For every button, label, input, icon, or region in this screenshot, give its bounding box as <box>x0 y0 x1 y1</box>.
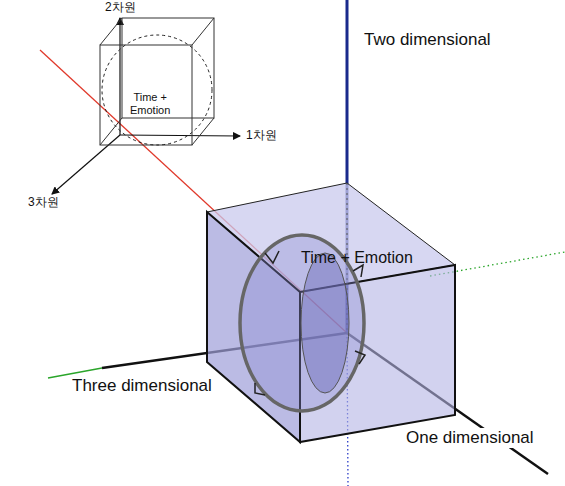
node-outline <box>207 183 455 455</box>
cube-node: Time + Emotion <box>207 183 455 455</box>
axis-label: Three dimensional <box>70 376 214 396</box>
inset-cube: Time + Emotion <box>95 12 220 152</box>
axis-label: 2차원 <box>103 1 138 15</box>
axis-label: Two dimensional <box>362 30 493 50</box>
inset-axis-3 <box>52 135 120 194</box>
node-outline <box>95 12 220 152</box>
inset-axis-1 <box>120 135 240 136</box>
axis-label: 3차원 <box>26 196 61 210</box>
axis-label: 1차원 <box>244 129 279 143</box>
inset-axis-2 <box>119 18 120 135</box>
node-label: Time + Emotion <box>301 248 413 267</box>
node-label: Time + Emotion <box>130 91 170 117</box>
axis-label: One dimensional <box>404 428 536 448</box>
